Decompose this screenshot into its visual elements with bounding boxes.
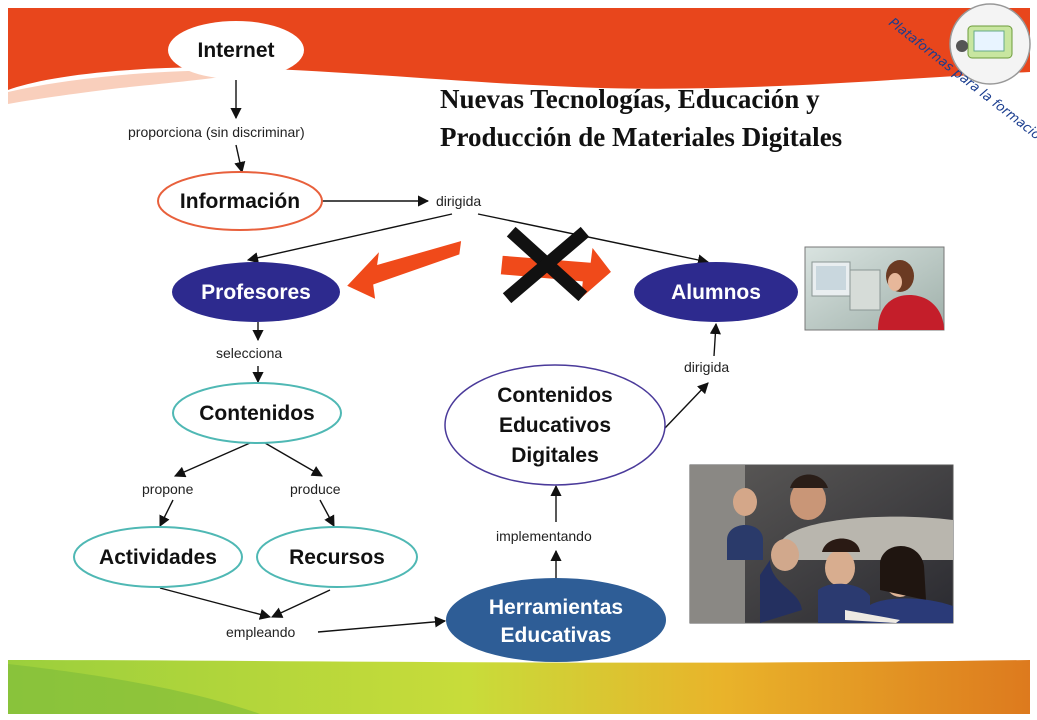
node-alumnos: Alumnos bbox=[634, 262, 798, 322]
node-contenidos-label: Contenidos bbox=[199, 402, 315, 425]
node-herramientas: Herramientas Educativas bbox=[446, 578, 666, 662]
node-internet: Internet bbox=[168, 21, 304, 79]
edge-contenidos-digitales-dirigida bbox=[664, 382, 709, 429]
label-proporciona: proporciona (sin discriminar) bbox=[128, 124, 305, 140]
label-produce: produce bbox=[290, 481, 341, 497]
node-actividades: Actividades bbox=[73, 526, 243, 588]
footer-accent bbox=[8, 664, 260, 714]
label-dirigida-1: dirigida bbox=[436, 193, 481, 209]
edge-proporciona-informacion bbox=[234, 144, 246, 174]
label-propone: propone bbox=[142, 481, 194, 497]
footer-band bbox=[8, 660, 1030, 714]
node-alumnos-label: Alumnos bbox=[671, 281, 761, 304]
node-contenidos: Contenidos bbox=[172, 382, 342, 444]
edge-dirigida-alumnos bbox=[477, 213, 710, 266]
node-contenidos-digitales-label-1: Contenidos bbox=[497, 384, 613, 407]
blocked-x-icon bbox=[502, 226, 590, 304]
node-actividades-label: Actividades bbox=[99, 546, 217, 569]
node-profesores-label: Profesores bbox=[201, 281, 311, 304]
photo-student-computer bbox=[804, 246, 945, 331]
edge-propone-actividades bbox=[159, 499, 174, 528]
edge-dirigida-profesores bbox=[246, 213, 453, 264]
node-internet-label: Internet bbox=[197, 39, 274, 62]
node-herramientas-label-1: Herramientas bbox=[489, 596, 623, 619]
node-contenidos-digitales-label-2: Educativos bbox=[499, 414, 611, 437]
node-informacion-label: Información bbox=[180, 190, 300, 213]
label-empleando: empleando bbox=[226, 624, 295, 640]
slide-title-line1: Nuevas Tecnologías, Educación y bbox=[440, 84, 820, 114]
label-dirigida-2: dirigida bbox=[684, 359, 729, 375]
node-contenidos-digitales: Contenidos Educativos Digitales bbox=[444, 364, 666, 486]
edge-actividades-empleando bbox=[159, 587, 272, 620]
orange-arrow-left bbox=[344, 238, 463, 302]
node-herramientas-label-2: Educativas bbox=[501, 624, 612, 647]
camera-icon bbox=[956, 40, 968, 52]
edge-empleando-herramientas bbox=[317, 616, 447, 633]
edge-dirigida-alumnos-up bbox=[709, 322, 721, 357]
edge-contenidos-propone bbox=[173, 442, 251, 478]
edge-contenidos-produce bbox=[264, 442, 323, 477]
node-informacion: Información bbox=[157, 171, 323, 231]
node-contenidos-digitales-label-3: Digitales bbox=[511, 444, 599, 467]
edge-recursos-empleando bbox=[270, 589, 331, 618]
photo-teacher-students bbox=[689, 464, 954, 624]
node-profesores: Profesores bbox=[172, 262, 340, 322]
edge-produce-recursos bbox=[319, 499, 335, 527]
label-selecciona: selecciona bbox=[216, 345, 282, 361]
node-recursos-label: Recursos bbox=[289, 546, 385, 569]
banner-highlight bbox=[8, 70, 244, 104]
slide-title-line2: Producción de Materiales Digitales bbox=[440, 122, 842, 152]
node-recursos: Recursos bbox=[256, 526, 418, 588]
label-implementando: implementando bbox=[496, 528, 592, 544]
